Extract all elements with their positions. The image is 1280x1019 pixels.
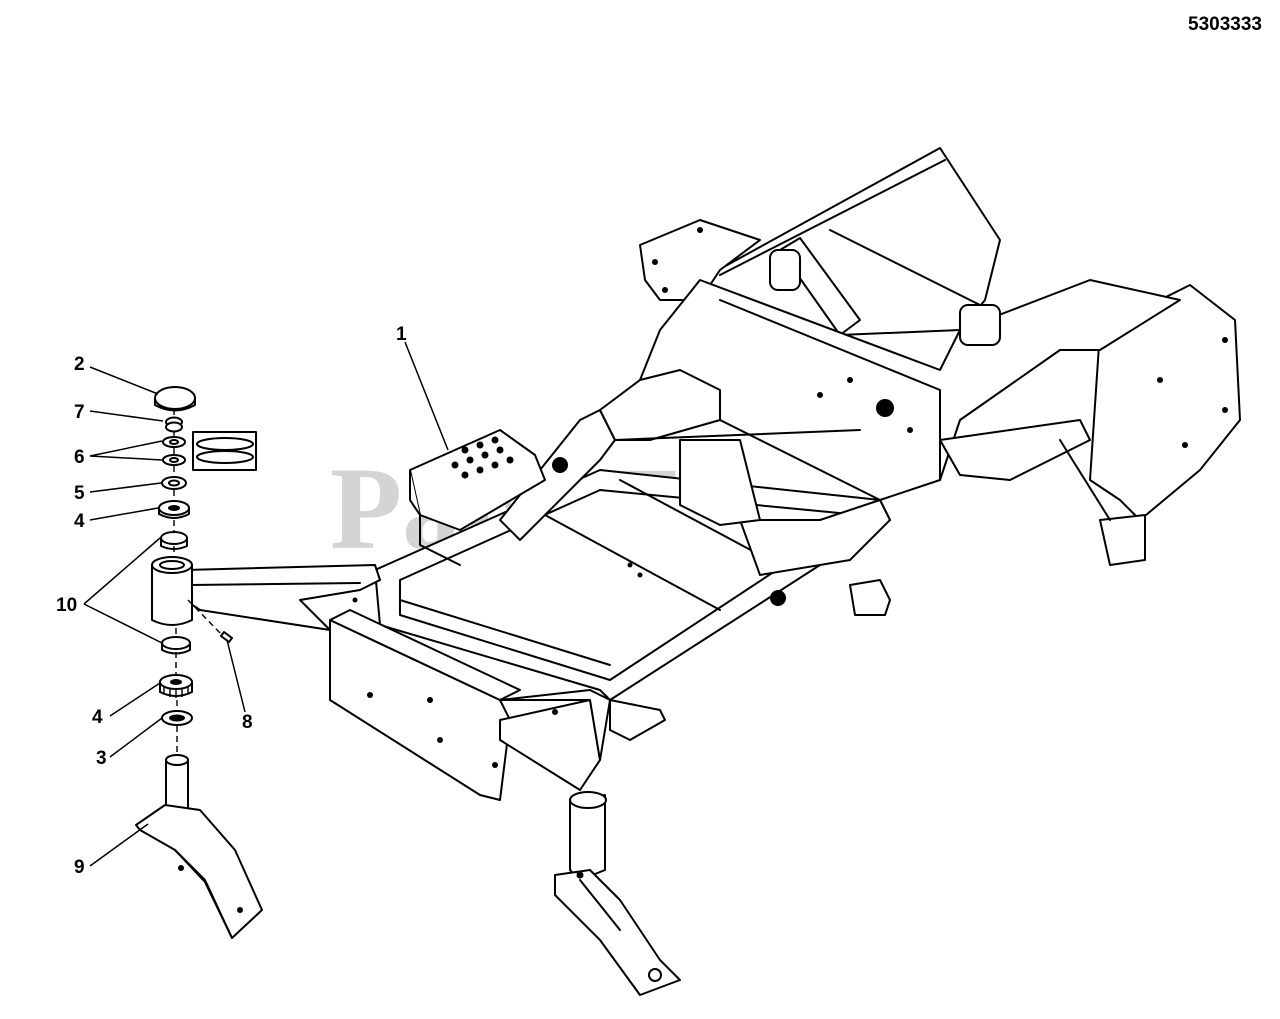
spindle-housing[interactable] [151, 564, 193, 626]
leader-lines [83, 341, 449, 867]
callout-3: 3 [96, 748, 107, 769]
callout-5: 5 [74, 483, 85, 504]
document-number: 5303333 [1188, 14, 1262, 35]
callout-9: 9 [74, 857, 85, 878]
dust-cap[interactable] [154, 386, 196, 410]
callout-10: 10 [56, 595, 77, 616]
grease-fitting[interactable] [220, 631, 233, 643]
callout-2: 2 [74, 354, 85, 375]
callout-1: 1 [396, 324, 407, 345]
race-lower[interactable] [161, 636, 191, 650]
callout-4-lower: 4 [92, 707, 103, 728]
callout-7: 7 [74, 402, 85, 423]
callout-8: 8 [242, 712, 253, 733]
callout-6: 6 [74, 447, 85, 468]
race-upper[interactable] [160, 531, 188, 545]
frame-assembly[interactable] [184, 147, 1241, 996]
callouts: 1 2 7 6 5 4 10 4 3 8 9 [56, 324, 407, 878]
callout-4-upper: 4 [74, 511, 85, 532]
snap-ring-inset[interactable] [192, 431, 257, 471]
spindle-stack[interactable] [135, 386, 263, 939]
